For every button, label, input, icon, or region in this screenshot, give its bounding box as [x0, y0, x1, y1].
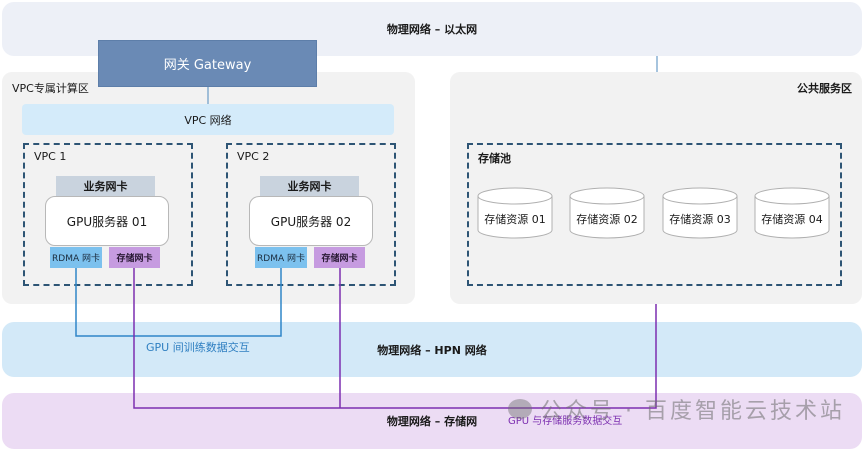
vpc-1-business-nic: 业务网卡	[56, 176, 155, 196]
database-icon	[477, 187, 553, 239]
storage-resource-label: 存储资源 01	[484, 213, 546, 226]
gpu-storage-link-label: GPU 与存储服务数据交互	[508, 416, 623, 427]
storage-resource-label: 存储资源 02	[576, 213, 638, 226]
hpn-band: 物理网络 – HPN 网络	[2, 322, 862, 377]
vpc-2-rdma-nic-label: RDMA 网卡	[257, 254, 305, 264]
vpc-1-business-nic-label: 业务网卡	[83, 180, 128, 193]
gpu-server-01: GPU服务器 01	[45, 196, 169, 246]
vpc-1-storage-nic: 存储网卡	[109, 247, 160, 268]
vpc-2-storage-nic-label: 存储网卡	[321, 254, 358, 264]
storage-resource-2: 存储资源 02	[569, 187, 645, 239]
vpc-2-business-nic: 业务网卡	[260, 176, 359, 196]
gpu-server-01-label: GPU服务器 01	[66, 214, 148, 229]
gpu-server-02: GPU服务器 02	[249, 196, 373, 246]
vpc-network-label: VPC 网络	[184, 113, 232, 127]
vpc-network: VPC 网络	[22, 104, 394, 135]
gateway-node: 网关 Gateway	[98, 40, 317, 87]
storage-resource-3: 存储资源 03	[662, 187, 738, 239]
wechat-icon	[508, 399, 532, 419]
ethernet-band-label: 物理网络 – 以太网	[386, 23, 478, 36]
storage-resource-1: 存储资源 01	[477, 187, 553, 239]
hpn-band-label: 物理网络 – HPN 网络	[377, 343, 487, 357]
vpc-1-rdma-nic-label: RDMA 网卡	[52, 254, 100, 264]
vpc-2-storage-nic: 存储网卡	[314, 247, 365, 268]
database-icon	[754, 187, 830, 239]
gpu-training-link-label: GPU 间训练数据交互	[146, 341, 250, 354]
vpc-1-rdma-nic: RDMA 网卡	[50, 247, 102, 268]
gpu-server-02-label: GPU服务器 02	[270, 214, 352, 229]
storage-pool-title: 存储池	[478, 152, 511, 165]
database-icon	[662, 187, 738, 239]
vpc-2-business-nic-label: 业务网卡	[287, 180, 332, 193]
vpc-zone-title: VPC专属计算区	[12, 82, 89, 95]
vpc-1-storage-nic-label: 存储网卡	[116, 254, 153, 264]
storage-resource-label: 存储资源 03	[669, 213, 731, 226]
gateway-label: 网关 Gateway	[163, 58, 252, 73]
storage-resource-label: 存储资源 04	[761, 213, 823, 226]
watermark-text: 公众号 · 百度智能云技术站	[540, 399, 845, 424]
vpc-2-title: VPC 2	[237, 150, 270, 163]
storage-band-label: 物理网络 – 存储网	[386, 415, 478, 428]
vpc-1-title: VPC 1	[34, 150, 67, 163]
public-zone-title: 公共服务区	[797, 82, 852, 95]
storage-resource-4: 存储资源 04	[754, 187, 830, 239]
watermark: 公众号 · 百度智能云技术站	[508, 393, 845, 425]
database-icon	[569, 187, 645, 239]
vpc-2-rdma-nic: RDMA 网卡	[255, 247, 307, 268]
